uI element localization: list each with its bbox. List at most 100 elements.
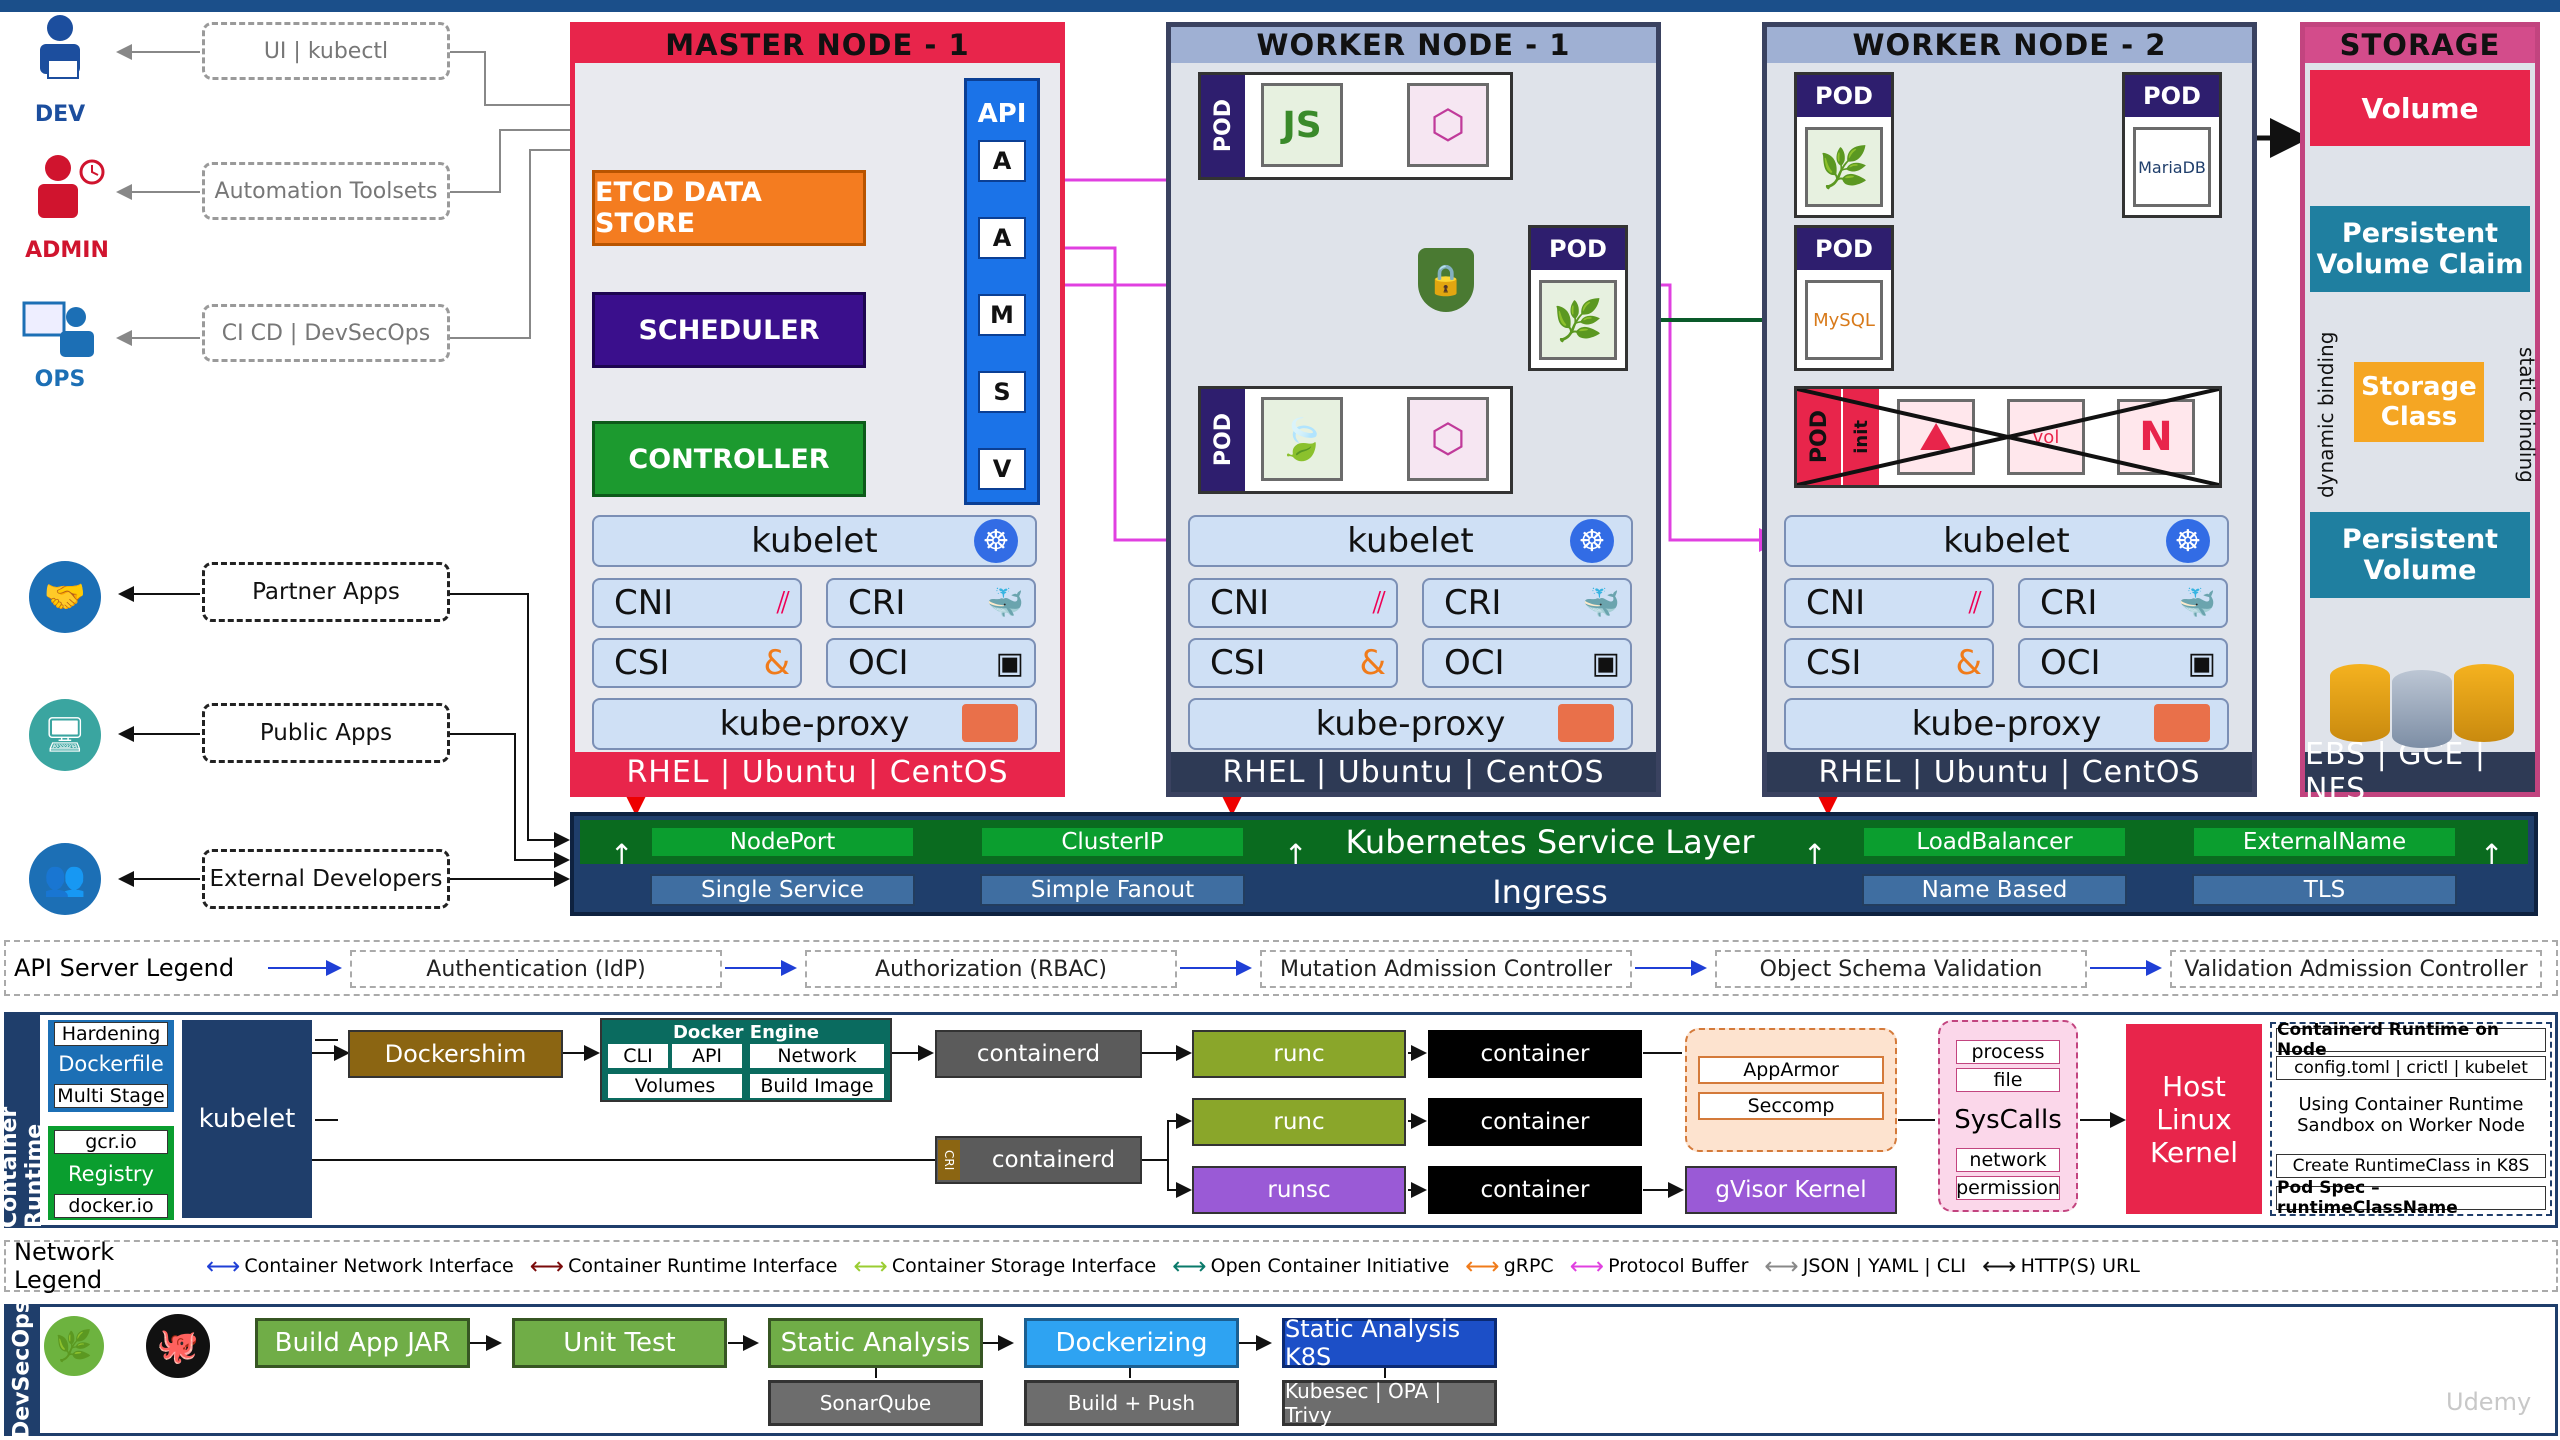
storage-pvc[interactable]: Persistent Volume Claim (2310, 206, 2530, 292)
worker2-cri[interactable]: CRI 🐳 (2018, 578, 2228, 628)
worker2-oci-label: OCI (2040, 643, 2101, 683)
gcr-label: gcr.io (54, 1130, 168, 1154)
container-2[interactable]: container (1428, 1098, 1642, 1146)
storage-foot: EBS | GCE | NFS (2305, 737, 2535, 807)
container-1[interactable]: container (1428, 1030, 1642, 1078)
gvisor-kernel[interactable]: gVisor Kernel (1685, 1166, 1897, 1214)
step-unit-test[interactable]: Unit Test (512, 1318, 727, 1368)
volume-icon: vol (2007, 399, 2085, 475)
client-external-developers[interactable]: External Developers (202, 849, 450, 909)
api-legend-mutation: Mutation Admission Controller (1260, 950, 1632, 988)
worker2-pod-mysql: POD MySQL (1794, 225, 1894, 371)
container-3[interactable]: container (1428, 1166, 1642, 1214)
client-cicd[interactable]: CI CD | DevSecOps (202, 304, 450, 362)
worker1-cri[interactable]: CRI🐳 (1422, 578, 1632, 628)
storage-pv[interactable]: Persistent Volume (2310, 512, 2530, 598)
master-csi[interactable]: CSI& (592, 638, 802, 688)
firewall-icon (2154, 704, 2210, 742)
step-dockerizing[interactable]: Dockerizing (1024, 1318, 1239, 1368)
containerd-docker[interactable]: containerd (935, 1030, 1142, 1078)
seccomp[interactable]: Seccomp (1698, 1092, 1884, 1120)
udemy-watermark: Udemy (2446, 1388, 2532, 1416)
client-automation[interactable]: Automation Toolsets (202, 162, 450, 220)
containerd-cri[interactable]: containerd (935, 1136, 1142, 1184)
service-nodeport[interactable]: NodePort (650, 826, 915, 858)
ceph-icon: & (763, 643, 790, 683)
runc-2[interactable]: runc (1192, 1098, 1406, 1146)
tool-build-push[interactable]: Build + Push (1024, 1380, 1239, 1426)
top-bar (0, 0, 2560, 12)
dockershim[interactable]: Dockershim (348, 1030, 563, 1078)
dockerfile-label: Dockerfile (58, 1052, 164, 1076)
api-legend-authentication: Authentication (IdP) (350, 950, 722, 988)
etcd-data-store[interactable]: ETCD DATA STORE (592, 170, 866, 246)
docker-icon: 🐳 (2178, 585, 2216, 621)
step-build-app-jar[interactable]: Build App JAR (255, 1318, 470, 1368)
worker2-cni[interactable]: CNI⫽ (1784, 578, 1994, 628)
service-layer-title: Kubernetes Service Layer (1345, 823, 1755, 861)
service-loadbalancer[interactable]: LoadBalancer (1862, 826, 2127, 858)
hardening-label: Hardening (54, 1022, 168, 1046)
dev-label: DEV (34, 102, 86, 127)
spring-icon: 🌿 (1539, 280, 1617, 360)
runsc[interactable]: runsc (1192, 1166, 1406, 1214)
worker2-oci[interactable]: OCI▣ (2018, 638, 2228, 688)
client-public-apps[interactable]: Public Apps (202, 703, 450, 763)
master-kubelet[interactable]: kubelet (592, 515, 1037, 567)
worker1-cni[interactable]: CNI⫽ (1188, 578, 1398, 628)
worker2-cni-label: CNI (1806, 583, 1866, 623)
ingress-tls[interactable]: TLS (2192, 874, 2457, 906)
kubernetes-helm-icon: ☸ (1570, 519, 1614, 563)
ingress-single-service[interactable]: Single Service (650, 874, 915, 906)
firewall-icon (1558, 704, 1614, 742)
master-oci-label: OCI (848, 643, 909, 683)
master-cri[interactable]: CRI🐳 (826, 578, 1036, 628)
service-externalname[interactable]: ExternalName (2192, 826, 2457, 858)
worker1-cni-label: CNI (1210, 583, 1270, 623)
container-runtime-sidebar: Container Runtime (0, 1012, 47, 1228)
worker1-csi[interactable]: CSI& (1188, 638, 1398, 688)
calico-icon: ⫽ (776, 585, 790, 621)
double-arrow-icon: ⟷ (1465, 1252, 1500, 1280)
worker2-csi[interactable]: CSI& (1784, 638, 1994, 688)
docker-engine-title: Docker Engine (672, 1022, 819, 1043)
worker1-os: RHEL | Ubuntu | CentOS (1171, 752, 1656, 792)
tool-kubesec-opa-trivy[interactable]: Kubesec | OPA | Trivy (1282, 1379, 1497, 1427)
ingress-name-based[interactable]: Name Based (1862, 874, 2127, 906)
master-oci[interactable]: OCI▣ (826, 638, 1036, 688)
worker1-oci-label: OCI (1444, 643, 1505, 683)
scheduler[interactable]: SCHEDULER (592, 292, 866, 368)
tool-sonarqube[interactable]: SonarQube (768, 1380, 983, 1426)
runc-1[interactable]: runc (1192, 1030, 1406, 1078)
master-kubelet-label: kubelet (751, 521, 878, 561)
de-api: API (672, 1044, 742, 1068)
up-arrow-icon: ↑ (2480, 838, 2504, 871)
cr-kubelet[interactable]: kubelet (182, 1020, 312, 1218)
controller[interactable]: CONTROLLER (592, 421, 866, 497)
network-legend-label: Container Storage Interface (891, 1255, 1157, 1277)
ops-label: OPS (34, 367, 86, 392)
storage-volume[interactable]: Volume (2310, 70, 2530, 146)
firewall-icon (962, 704, 1018, 742)
sidecar-icon: ⬡ (1407, 397, 1489, 481)
network-legend (4, 1240, 2558, 1292)
handshake-icon: 🤝 (29, 561, 101, 633)
service-clusterip[interactable]: ClusterIP (980, 826, 1245, 858)
apparmor[interactable]: AppArmor (1698, 1056, 1884, 1084)
admin-icon (38, 155, 105, 218)
actor-admin: ADMIN (22, 150, 112, 263)
developers-group-icon: 👥 (29, 843, 101, 915)
worker2-cri-label: CRI (2040, 583, 2098, 623)
worker1-oci[interactable]: OCI▣ (1422, 638, 1632, 688)
master-cni[interactable]: CNI⫽ (592, 578, 802, 628)
host-linux-kernel[interactable]: Host Linux Kernel (2126, 1024, 2262, 1214)
double-arrow-icon: ⟷ (1172, 1252, 1207, 1280)
client-partner-apps[interactable]: Partner Apps (202, 562, 450, 622)
step-static-analysis-k8s[interactable]: Static Analysis K8S (1282, 1315, 1497, 1371)
storage-class[interactable]: Storage Class (2354, 362, 2484, 442)
worker1-kubelet[interactable]: kubelet (1188, 515, 1633, 567)
ingress-simple-fanout[interactable]: Simple Fanout (980, 874, 1245, 906)
client-ui-kubectl[interactable]: UI | kubectl (202, 22, 450, 80)
step-static-analysis[interactable]: Static Analysis (768, 1318, 983, 1368)
worker2-kubelet[interactable]: kubelet (1784, 515, 2229, 567)
